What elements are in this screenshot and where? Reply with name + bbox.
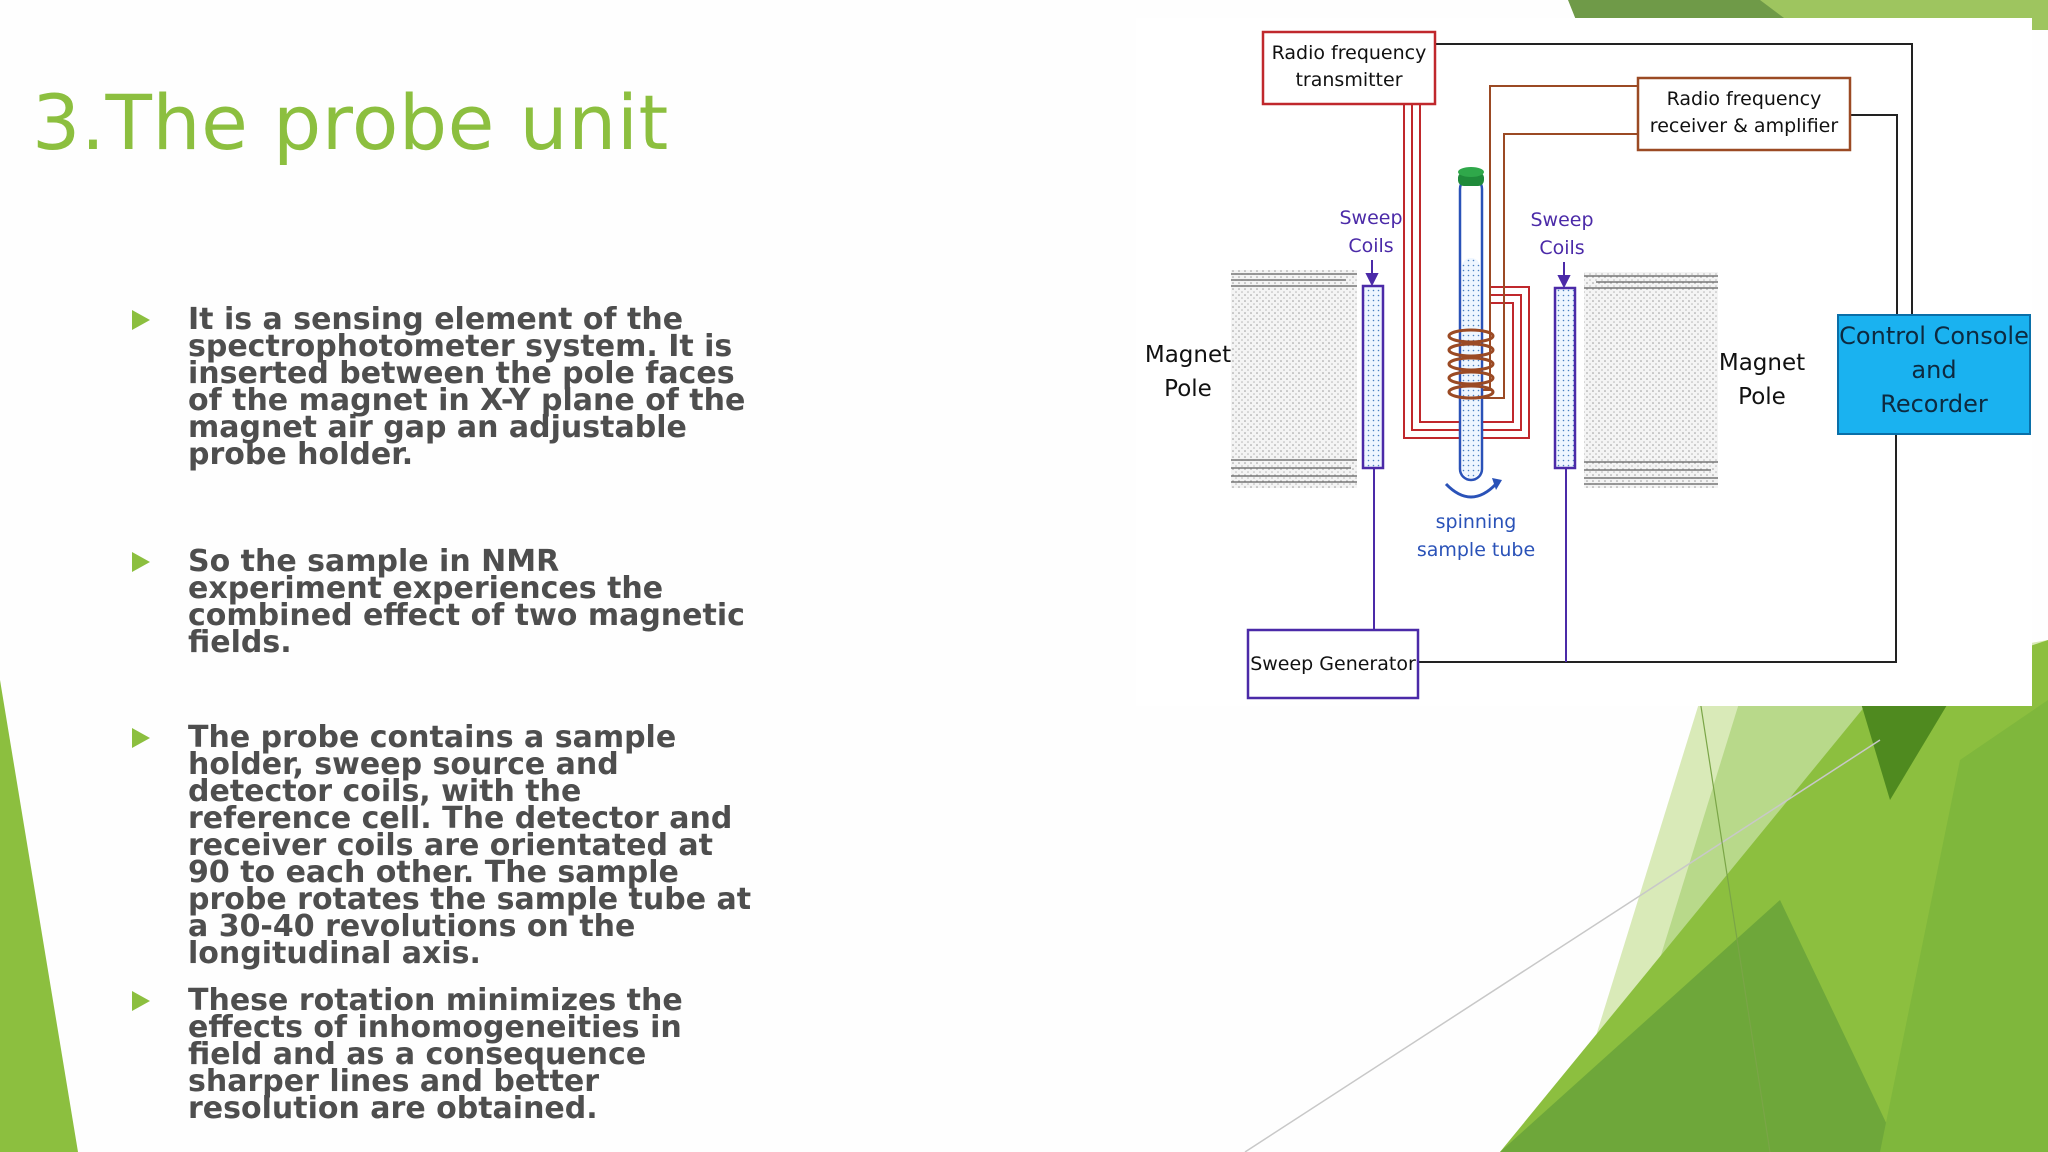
sweep-coils-right-label-line1: Sweep: [1530, 209, 1593, 231]
magnet-pole-right-label-line2: Pole: [1738, 384, 1786, 410]
rf-transmitter-label-line2: transmitter: [1295, 69, 1402, 91]
transmitter-to-console-wire: [1434, 43, 1913, 315]
magnet-pole-right-label-line1: Magnet: [1719, 350, 1805, 376]
rf-transmitter-box: [1261, 30, 1437, 106]
sample-tube-cap-top: [1458, 167, 1484, 177]
bullet-item: These rotation minimizes the effects of …: [132, 986, 752, 1124]
control-console-box: [1837, 314, 2031, 435]
magnet-pole-left-label-line2: Pole: [1164, 376, 1212, 402]
spin-arrowhead-icon: [1492, 478, 1502, 490]
control-console-label-line2: and: [1911, 356, 1956, 384]
spinning-tube-label-line1: spinning: [1436, 511, 1517, 533]
rf-receiver-label-line1: Radio frequency: [1667, 88, 1822, 110]
bullet-text: The probe contains a sample holder, swee…: [188, 720, 752, 971]
bullet-text: It is a sensing element of the spectroph…: [188, 302, 746, 472]
console-to-sweepgen-wire: [1418, 434, 1897, 663]
magnet-pole-right-stripes: [1584, 275, 1718, 485]
control-console-label-line1: Control Console: [1839, 322, 2029, 350]
sweep-coils-right-label-line2: Coils: [1539, 237, 1584, 259]
rf-transmitter-label-line1: Radio frequency: [1272, 42, 1427, 64]
br-shape-dark: [1860, 700, 1950, 800]
bullet-text: These rotation minimizes the effects of …: [188, 983, 683, 1126]
br-thin-line: [1244, 739, 1881, 1152]
br-thin-line-2: [1699, 699, 1771, 1152]
rf-coil: [1447, 328, 1495, 400]
sweep-coil-left: [1361, 284, 1385, 470]
sweep-coil-arrows: [1365, 260, 1571, 289]
bullet-item: It is a sensing element of the spectroph…: [132, 305, 752, 470]
bullet-item: So the sample in NMR experiment experien…: [132, 547, 752, 658]
sweep-generator-box: [1246, 628, 1420, 700]
magnet-pole-left-label-line1: Magnet: [1145, 342, 1231, 368]
nmr-probe-diagram: Radio frequency transmitter Radio freque…: [1136, 18, 2032, 706]
bullet-arrow-icon: [132, 728, 150, 748]
sweep-coils-left-label-line1: Sweep: [1339, 207, 1402, 229]
bullet-item: The probe contains a sample holder, swee…: [132, 723, 752, 969]
sweep-coils-left-label-line2: Coils: [1348, 235, 1393, 257]
connection-lines: [1373, 43, 1913, 663]
magnet-pole-right: [1584, 272, 1718, 488]
sample-liquid: [1462, 258, 1480, 478]
left-green-sliver: [0, 680, 78, 1152]
receiver-to-console-wire: [1850, 114, 1898, 315]
control-console-label-line3: Recorder: [1880, 390, 1988, 418]
sweep-coil-right: [1553, 286, 1577, 470]
spin-arrow-icon: [1444, 482, 1498, 499]
sweep-generator-label: Sweep Generator: [1250, 653, 1416, 675]
transmitter-coil-wire-a: [1403, 104, 1530, 439]
spinning-tube-label-line2: sample tube: [1417, 539, 1535, 561]
transmitter-coil-wire-c: [1419, 104, 1514, 423]
slide-title: 3.The probe unit: [32, 78, 669, 167]
magnet-pole-left: [1231, 270, 1357, 488]
br-shape-edge: [1880, 700, 2048, 1152]
br-shape-darker: [1500, 900, 1900, 1152]
rf-receiver-box: [1636, 76, 1852, 152]
rf-receiver-label-line2: receiver & amplifier: [1650, 115, 1839, 137]
transmitter-coil-wire-b: [1411, 104, 1522, 431]
bullet-arrow-icon: [132, 310, 150, 330]
bullet-text: So the sample in NMR experiment experien…: [188, 544, 745, 660]
bullet-arrow-icon: [132, 991, 150, 1011]
magnet-pole-left-stripes: [1231, 273, 1357, 483]
bullet-list: It is a sensing element of the spectroph…: [132, 305, 752, 1124]
bullet-arrow-icon: [132, 552, 150, 572]
